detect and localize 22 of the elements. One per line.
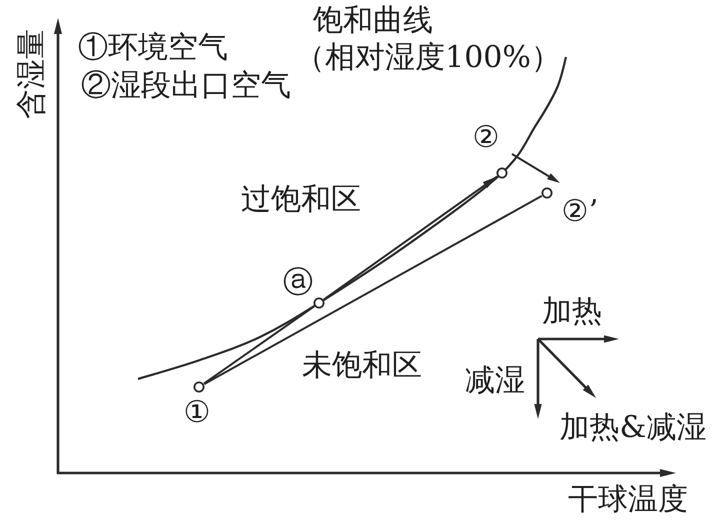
direction-label: 减湿 xyxy=(465,366,525,396)
curve-label: 饱和曲线 xyxy=(313,6,433,36)
state-point xyxy=(193,381,205,393)
axis-title: 干球温度 xyxy=(568,485,688,515)
process-line xyxy=(204,195,542,385)
point-label: ⓐ xyxy=(283,268,313,298)
direction-label: 加热&减湿 xyxy=(560,413,706,443)
direction-label: 加热 xyxy=(542,297,602,327)
point-label: ① xyxy=(184,398,210,428)
state-point xyxy=(313,297,325,309)
curve-label: （相对湿度100%） xyxy=(295,43,561,73)
region-label: 未饱和区 xyxy=(302,351,422,381)
key-text: ①环境空气 xyxy=(78,33,228,63)
point-label: ②’ xyxy=(562,197,598,227)
axis-title: 含湿量 xyxy=(17,29,47,119)
process-line xyxy=(203,306,315,384)
key-text: ②湿段出口空气 xyxy=(81,71,291,101)
region-label: 过饱和区 xyxy=(241,185,361,215)
process-line xyxy=(323,176,498,300)
state-point xyxy=(496,167,508,179)
point-label: ② xyxy=(472,123,500,153)
state-point xyxy=(541,187,553,199)
